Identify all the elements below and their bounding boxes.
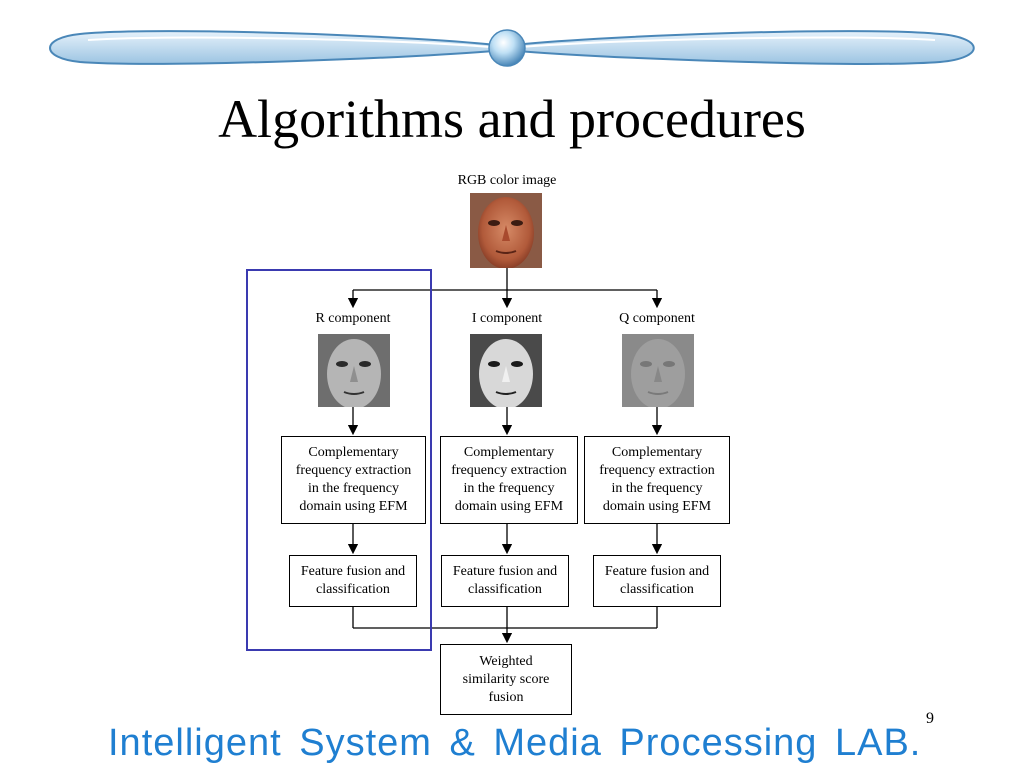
slide-title: Algorithms and procedures — [218, 89, 806, 149]
q-component-face-image — [622, 334, 694, 407]
output-line-2: similarity score — [462, 671, 550, 687]
i-extraction-line-4: domain using EFM — [454, 499, 564, 514]
i-fusion-line-2: classification — [468, 582, 542, 597]
i-extraction-line-3: in the frequency — [463, 481, 555, 496]
page-number: 9 — [926, 710, 934, 727]
i-fusion-line-1: Feature fusion and — [452, 564, 558, 579]
r-fusion-box: Feature fusion and classification — [289, 555, 417, 607]
r-extraction-line-2: frequency extraction — [295, 463, 412, 478]
r-extraction-line-1: Complementary — [308, 445, 399, 460]
q-extraction-line-2: frequency extraction — [599, 463, 715, 478]
input-image-label: RGB color image — [457, 173, 557, 188]
q-extraction-line-1: Complementary — [611, 445, 703, 460]
rgb-face-image — [470, 193, 542, 268]
r-fusion-line-2: classification — [316, 582, 390, 597]
i-extraction-line-2: frequency extraction — [451, 463, 567, 478]
q-fusion-line-1: Feature fusion and — [604, 564, 710, 579]
q-extraction-box: Complementary frequency extraction in th… — [584, 436, 730, 524]
q-fusion-box: Feature fusion and classification — [593, 555, 721, 607]
i-component-label: I component — [471, 311, 543, 326]
r-component-face-image — [318, 334, 390, 407]
i-fusion-box: Feature fusion and classification — [441, 555, 569, 607]
output-line-1: Weighted — [479, 653, 533, 669]
q-fusion-line-2: classification — [620, 582, 694, 597]
r-extraction-line-4: domain using EFM — [299, 499, 408, 514]
r-component-label: R component — [315, 311, 391, 326]
i-extraction-line-1: Complementary — [463, 445, 555, 460]
q-extraction-line-4: domain using EFM — [602, 499, 712, 514]
q-component-label: Q component — [619, 311, 695, 326]
i-component-face-image — [470, 334, 542, 407]
r-extraction-line-3: in the frequency — [308, 481, 399, 496]
r-extraction-box: Complementary frequency extraction in th… — [281, 436, 426, 524]
output-line-3: fusion — [488, 689, 524, 705]
r-fusion-line-1: Feature fusion and — [300, 564, 406, 579]
header-ribbon-decoration — [49, 29, 975, 67]
q-extraction-line-3: in the frequency — [611, 481, 703, 496]
weighted-fusion-box: Weighted similarity score fusion — [440, 644, 572, 715]
lab-footer-text: Intelligent System & Media Processing LA… — [108, 722, 922, 764]
i-extraction-box: Complementary frequency extraction in th… — [440, 436, 578, 524]
r-branch-highlight-frame — [246, 269, 432, 651]
